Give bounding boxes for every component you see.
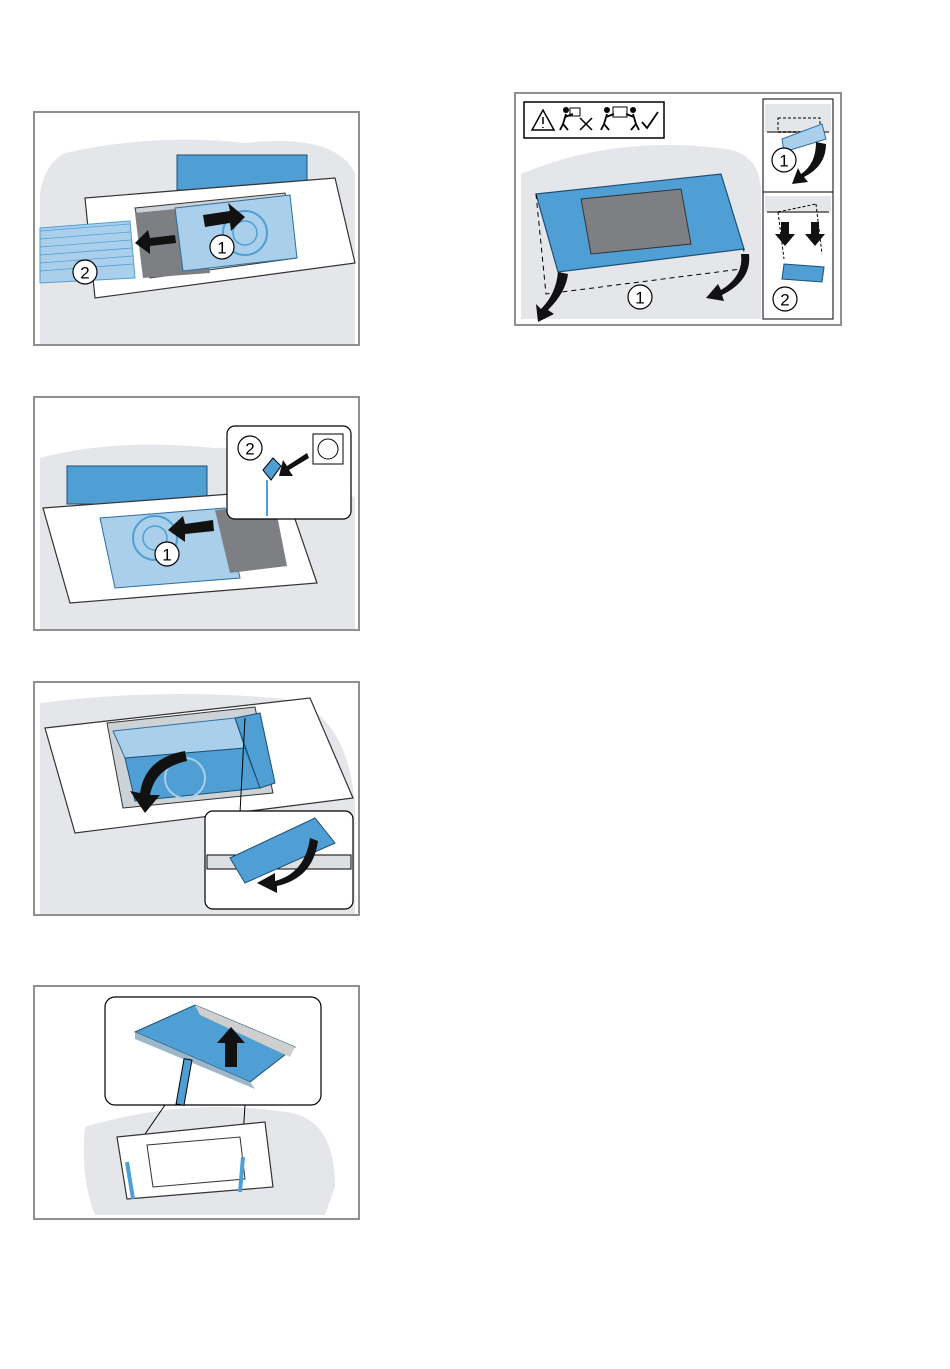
lifting-warning-box — [524, 102, 664, 138]
side-callout-1-label: 1 — [779, 152, 788, 171]
callout-2-label: 2 — [80, 264, 89, 283]
callout-1-label: 1 — [162, 546, 171, 565]
figure-3-tilt-down — [33, 681, 360, 916]
figure-5-lower-panel: 1 1 2 — [514, 92, 842, 326]
callout-1-label: 1 — [217, 239, 226, 258]
figure-1-remove-duct: 1 2 — [33, 111, 360, 346]
figure-4-illustration — [35, 987, 358, 1218]
figure-3-illustration — [35, 683, 358, 914]
figure-2-unplug: 1 2 — [33, 396, 360, 631]
callout-1-label: 1 — [635, 289, 644, 308]
figure-5-illustration: 1 1 2 — [516, 94, 840, 324]
side-callout-2-label: 2 — [780, 291, 789, 310]
callout-2-label: 2 — [245, 440, 254, 459]
figure-2-illustration: 1 2 — [35, 398, 358, 629]
figure-4-pry-cover — [33, 985, 360, 1220]
figure-1-illustration: 1 2 — [35, 113, 358, 344]
